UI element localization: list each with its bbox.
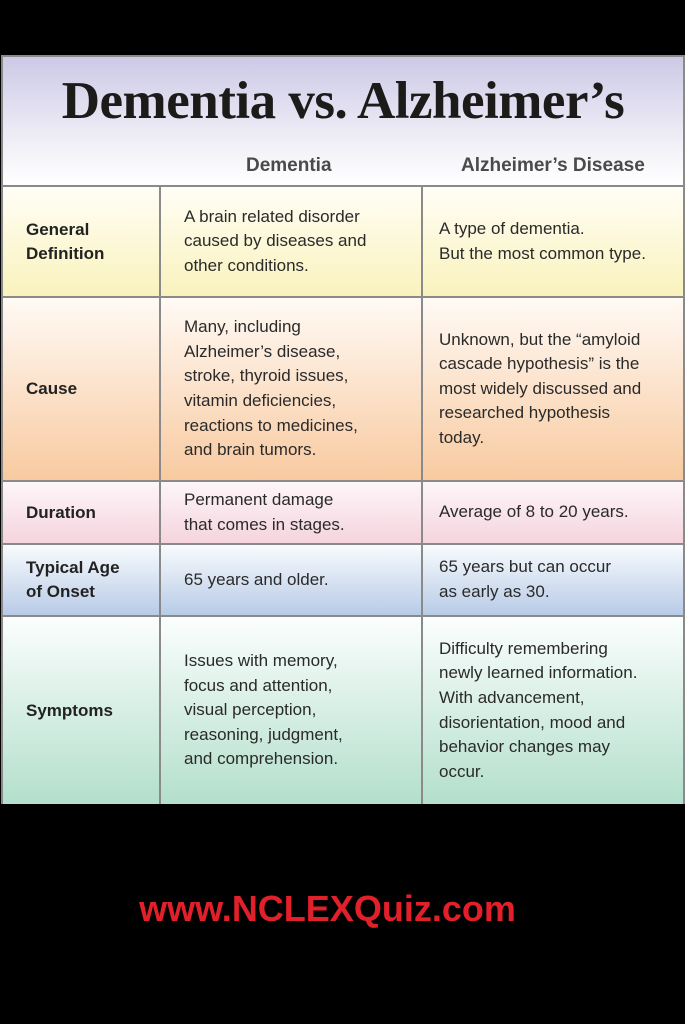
alzheimers-cell: Difficulty remembering newly learned inf…: [421, 617, 683, 804]
alzheimers-cell: Unknown, but the “amyloid cascade hypoth…: [421, 298, 683, 480]
page-title: Dementia vs. Alzheimer’s: [61, 72, 625, 130]
dementia-cell: Many, including Alzheimer’s disease, str…: [159, 298, 421, 480]
dementia-cell: 65 years and older.: [159, 545, 421, 615]
row-label: Typical Age of Onset: [26, 558, 120, 601]
table-row-cause: Cause Many, including Alzheimer’s diseas…: [3, 296, 683, 480]
table-row-typical-age-of-onset: Typical Age of Onset 65 years and older.…: [3, 543, 683, 615]
alzheimers-cell: 65 years but can occur as early as 30.: [421, 545, 683, 615]
row-label: General Definition: [26, 219, 105, 263]
header: Dementia vs. Alzheimer’s Dementia Alzhei…: [3, 57, 683, 185]
dementia-cell: Permanent damage that comes in stages.: [159, 482, 421, 543]
table-row-symptoms: Symptoms Issues with memory, focus and a…: [3, 615, 683, 804]
row-label: Duration: [26, 502, 96, 522]
dementia-cell: Issues with memory, focus and attention,…: [159, 617, 421, 804]
row-label: Symptoms: [26, 700, 113, 720]
website-url[interactable]: www.NCLEXQuiz.com: [139, 888, 516, 929]
table-row-general-definition: General Definition A brain related disor…: [3, 185, 683, 296]
table-row-duration: Duration Permanent damage that comes in …: [3, 480, 683, 543]
column-header-dementia: Dementia: [246, 155, 332, 176]
alzheimers-cell: A type of dementia. But the most common …: [421, 187, 683, 296]
comparison-card: Dementia vs. Alzheimer’s Dementia Alzhei…: [1, 55, 685, 804]
dementia-cell: A brain related disorder caused by disea…: [159, 187, 421, 296]
column-header-alzheimers: Alzheimer’s Disease: [461, 155, 645, 176]
alzheimers-cell: Average of 8 to 20 years.: [421, 482, 683, 543]
row-label: Cause: [26, 379, 78, 398]
